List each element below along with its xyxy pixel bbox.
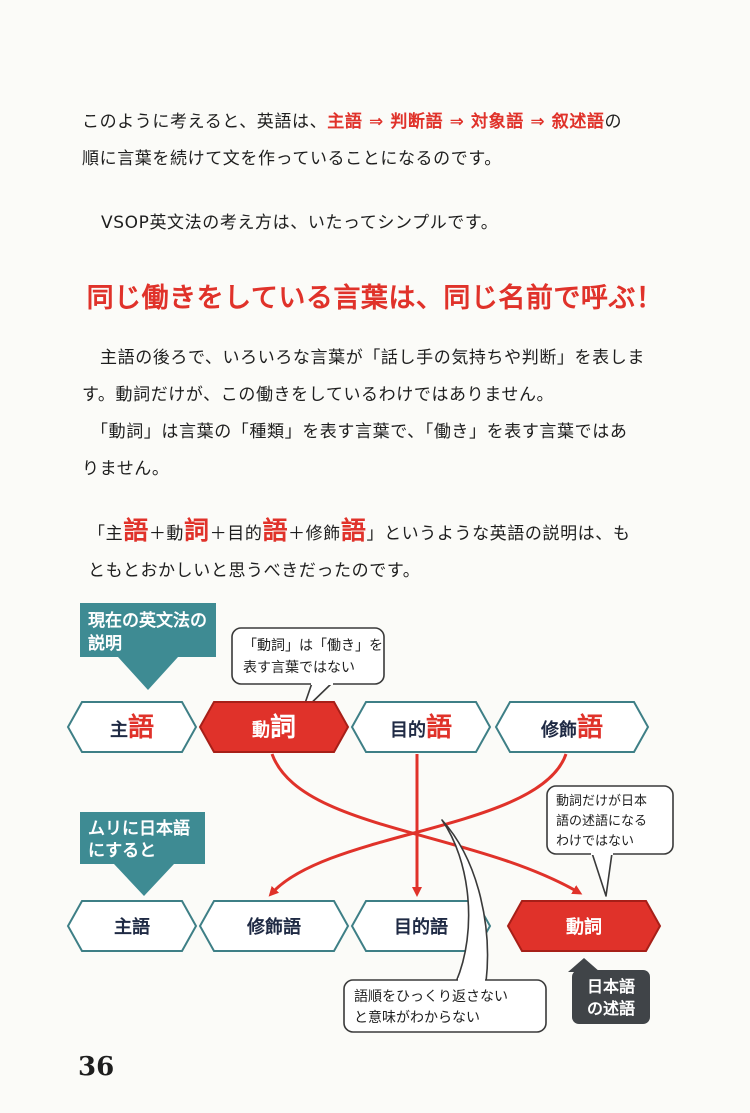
bottom-box-object-text: 目的語 xyxy=(394,916,448,938)
paragraph-2: VSOP英文法の考え方は、いたってシンプルです。 xyxy=(101,213,499,233)
p1-line2: 順に言葉を続けて文を作っていることになるのです。 xyxy=(82,149,502,169)
p4-g2: 詞 xyxy=(184,516,210,545)
term-subject: 主語 xyxy=(327,112,363,132)
p4-t4: ＋修飾 xyxy=(288,524,341,544)
top-box-subject: 主語 xyxy=(66,701,198,753)
top-box-subject-text: 主語 xyxy=(110,712,154,743)
label-forced-line1: ムリに日本語 xyxy=(88,818,190,839)
p4-t5: 」というような英語の説明は、も xyxy=(366,524,631,544)
label-forced-line2: にすると xyxy=(88,841,156,861)
p4-t1: 「主 xyxy=(88,524,124,544)
top-box-object: 目的語 xyxy=(350,701,492,753)
term-judgment: 判断語 xyxy=(390,112,444,132)
jp-predicate-line1: 日本語 xyxy=(587,977,635,996)
arrow-1: ⇒ xyxy=(362,112,391,132)
p1-tail: の xyxy=(604,112,623,132)
bubble-right-line1: 動詞だけが日本 xyxy=(556,794,647,809)
label-current-line2: 説明 xyxy=(88,633,122,654)
bottom-box-verb-text: 動詞 xyxy=(566,916,602,938)
jp-predicate-tag: 日本語 の述語 xyxy=(568,958,650,1024)
bubble-bottom-pointer xyxy=(441,819,489,983)
top-box-modifier: 修飾語 xyxy=(494,701,650,753)
p4-g3: 語 xyxy=(262,516,289,545)
bottom-box-verb: 動詞 xyxy=(506,900,662,952)
top-box-verb: 動詞 xyxy=(198,701,350,753)
bubble-bottom: 語順をひっくり返さない と意味がわからない xyxy=(343,819,547,1033)
top-box-object-text: 目的語 xyxy=(390,712,452,743)
bottom-box-subject: 主語 xyxy=(66,900,198,952)
p4-g1: 語 xyxy=(123,516,149,545)
reorder-arrows xyxy=(268,753,583,897)
label-forced-japanese: ムリに日本語 にすると xyxy=(80,812,205,896)
bottom-box-modifier-text: 修飾語 xyxy=(246,916,301,938)
jp-predicate-line2: の述語 xyxy=(587,999,635,1018)
page-number: 36 xyxy=(78,1052,115,1082)
top-box-modifier-text: 修飾語 xyxy=(540,712,603,743)
bottom-box-subject-text: 主語 xyxy=(114,916,150,938)
p1-text: このように考えると、英語は、 xyxy=(82,112,328,132)
bubble-bottom-line2: と意味がわからない xyxy=(354,1009,480,1026)
arrow-3: ⇒ xyxy=(523,112,552,132)
p3-line2: す。動詞だけが、この働きをしているわけではありません。 xyxy=(82,385,555,405)
p4-t3: ＋目的 xyxy=(209,524,263,544)
bottom-box-object: 目的語 xyxy=(350,900,492,952)
p4-t2: ＋動 xyxy=(148,524,185,544)
term-object: 対象語 xyxy=(471,112,524,132)
bubble-top-line2: 表す言葉ではない xyxy=(243,660,355,676)
p4-line2: ともとおかしいと思うべきだったのです。 xyxy=(88,561,421,581)
bubble-top: 「動詞」は「働き」を 表す言葉ではない xyxy=(231,627,385,713)
paragraph-4: 「主語＋動詞＋目的語＋修飾語」というような英語の説明は、も ともとおかしいと思う… xyxy=(88,512,678,590)
p4-g4: 語 xyxy=(340,516,367,545)
bubble-right-line2: 語の述語になる xyxy=(556,813,647,829)
arrow-verb-to-verb xyxy=(270,753,583,895)
top-box-verb-text: 動詞 xyxy=(252,712,296,743)
bottom-box-modifier: 修飾語 xyxy=(198,900,350,952)
arrow-2: ⇒ xyxy=(443,112,472,132)
p3-line3: 「動詞」は言葉の「種類」を表す言葉で、「働き」を表す言葉ではあ xyxy=(91,422,628,442)
bubble-right-line3: わけではない xyxy=(556,834,634,849)
label-current-line1: 現在の英文法の xyxy=(88,610,207,631)
term-predicate: 叙述語 xyxy=(551,112,605,132)
bubble-right: 動詞だけが日本 語の述語になる わけではない xyxy=(546,785,674,897)
bubble-top-line1: 「動詞」は「働き」を xyxy=(243,638,383,654)
arrow-modifier-to-modifier xyxy=(268,753,568,897)
bubble-bottom-line1: 語順をひっくり返さない xyxy=(354,989,508,1005)
label-current-grammar: 現在の英文法の 説明 xyxy=(80,603,216,690)
paragraph-1: このように考えると、英語は、主語 ⇒ 判断語 ⇒ 対象語 ⇒ 叙述語の 順に言葉… xyxy=(82,104,672,178)
p3-line4: りません。 xyxy=(82,459,170,479)
p3-line1: 主語の後ろで、いろいろな言葉が「話し手の気持ちや判断」を表しま xyxy=(100,348,645,368)
paragraph-3: 主語の後ろで、いろいろな言葉が「話し手の気持ちや判断」を表しま す。動詞だけが、… xyxy=(82,340,672,488)
headline: 同じ働きをしている言葉は、同じ名前で呼ぶ！ xyxy=(86,283,664,314)
